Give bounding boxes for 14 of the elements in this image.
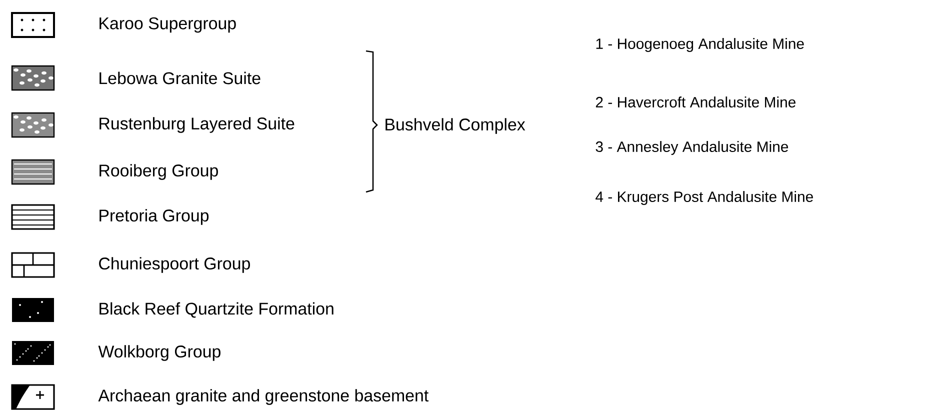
group-label: Bushveld Complex	[386, 118, 526, 134]
legend-label: Chuniespoort Group	[99, 257, 250, 273]
mine-label: 4 - Krugers Post Andalusite Mine	[596, 191, 813, 205]
mine-label: 2 - Havercroft Andalusite Mine	[596, 96, 796, 108]
legend-label: Karoo Supergroup	[100, 17, 236, 33]
mine-label: 1 - Hoogenoeg Andalusite Mine	[596, 38, 804, 52]
mine-label: 3 - Annesley Andalusite Mine	[596, 141, 788, 155]
legend-label: Pretoria Group	[100, 209, 209, 225]
legend-label: Rustenburg Layered Suite	[100, 117, 294, 133]
legend-label: Black Reef Quartzite Formation	[100, 302, 334, 318]
legend-label: Wolkborg Group	[98, 345, 220, 361]
legend-label: Lebowa Granite Suite	[100, 72, 260, 84]
legend-label: Archaean granite and greenstone basement	[98, 389, 428, 405]
legend-label: Rooiberg Group	[100, 164, 218, 180]
